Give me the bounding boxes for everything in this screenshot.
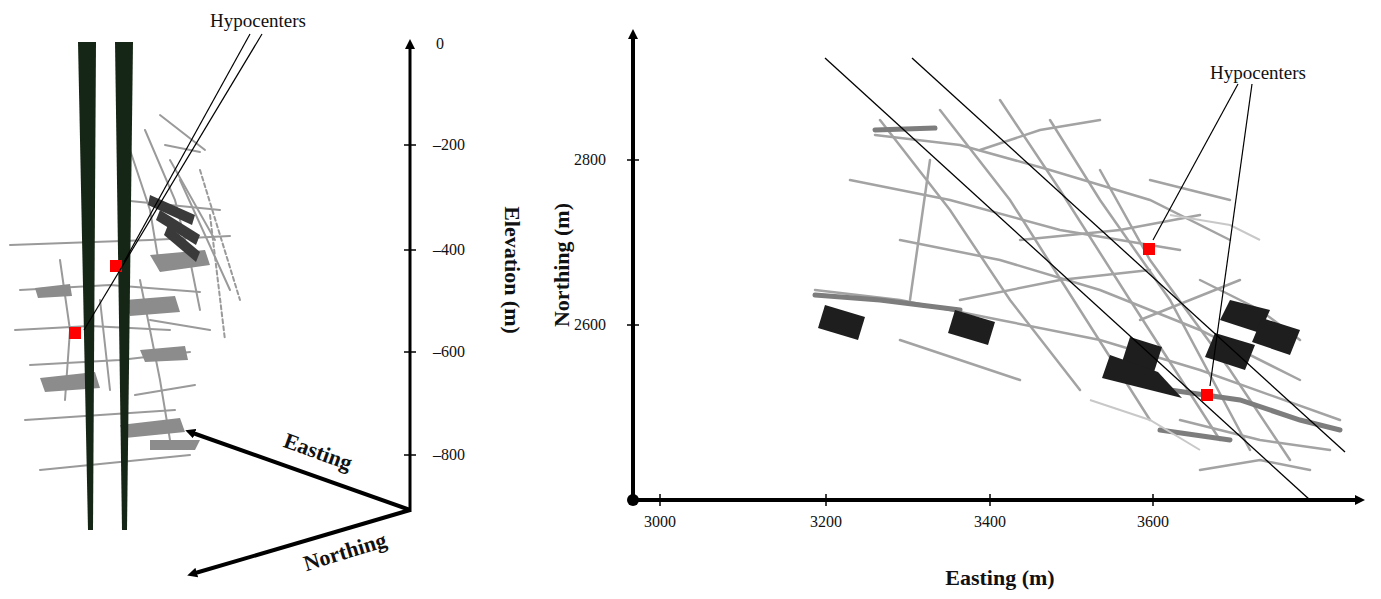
tick-label: –200 [433, 137, 465, 153]
axis-title: Northing (m) [551, 203, 573, 327]
tick-label: 0 [436, 36, 444, 52]
tick-label: –400 [433, 242, 465, 258]
callout-label: Hypocenters [210, 11, 306, 30]
tick-label: 2800 [574, 152, 606, 168]
tick-label: 3200 [810, 514, 842, 530]
tick-label: 3400 [974, 514, 1006, 530]
tick-label: 2600 [574, 317, 606, 333]
tick-label: 3600 [1137, 514, 1169, 530]
axis-title: Elevation (m) [501, 206, 523, 334]
tick-label: 3000 [644, 514, 676, 530]
axis-title: Easting (m) [945, 567, 1054, 589]
axis-title: Northing [301, 529, 389, 575]
callout-label: Hypocenters [1210, 63, 1306, 82]
tick-label: –800 [433, 447, 465, 463]
tick-label: –600 [433, 344, 465, 360]
